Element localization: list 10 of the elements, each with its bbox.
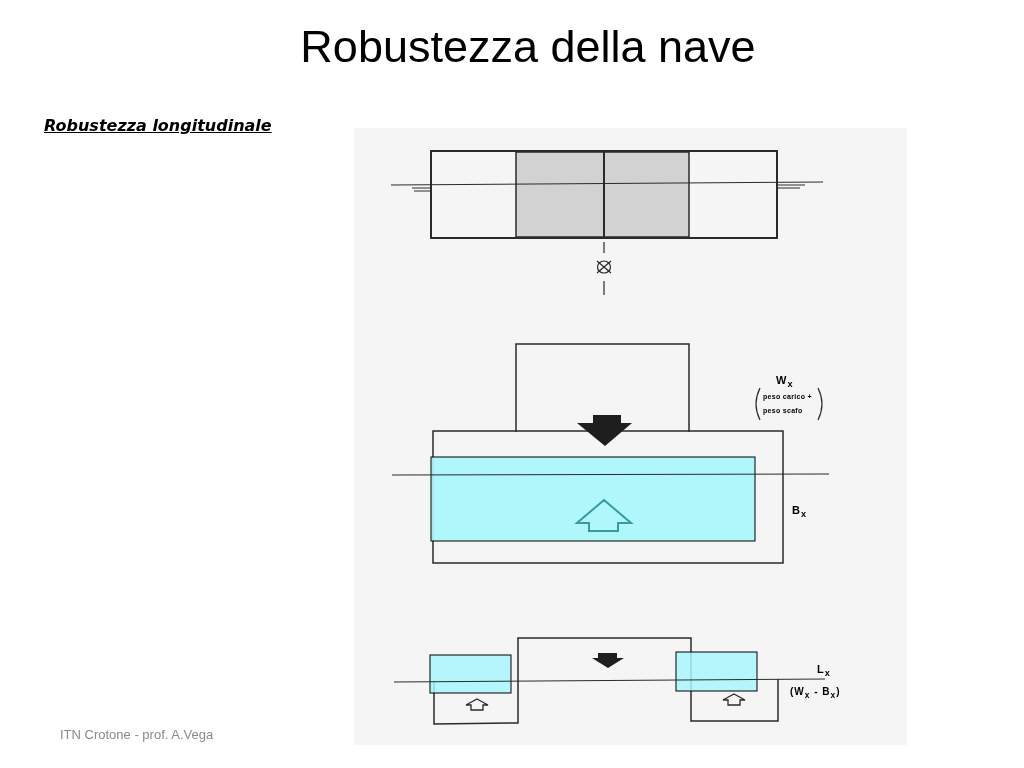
force-label: B$_{x}$ [792, 503, 808, 522]
buoyancy-block [429, 654, 512, 694]
force-label: L$_{x}$ [817, 662, 831, 681]
force-label: W$_{x}$ [776, 373, 794, 392]
footer-credit: ITN Crotone - prof. A.Vega [60, 726, 214, 743]
section-heading: Robustezza longitudinale [44, 115, 272, 137]
buoyancy-block [430, 456, 756, 542]
buoyancy-block [675, 651, 758, 692]
formula-label: (W$_{x}$ - B$_{x}$) [790, 685, 841, 702]
slide-title: Robustezza della nave [300, 20, 756, 74]
